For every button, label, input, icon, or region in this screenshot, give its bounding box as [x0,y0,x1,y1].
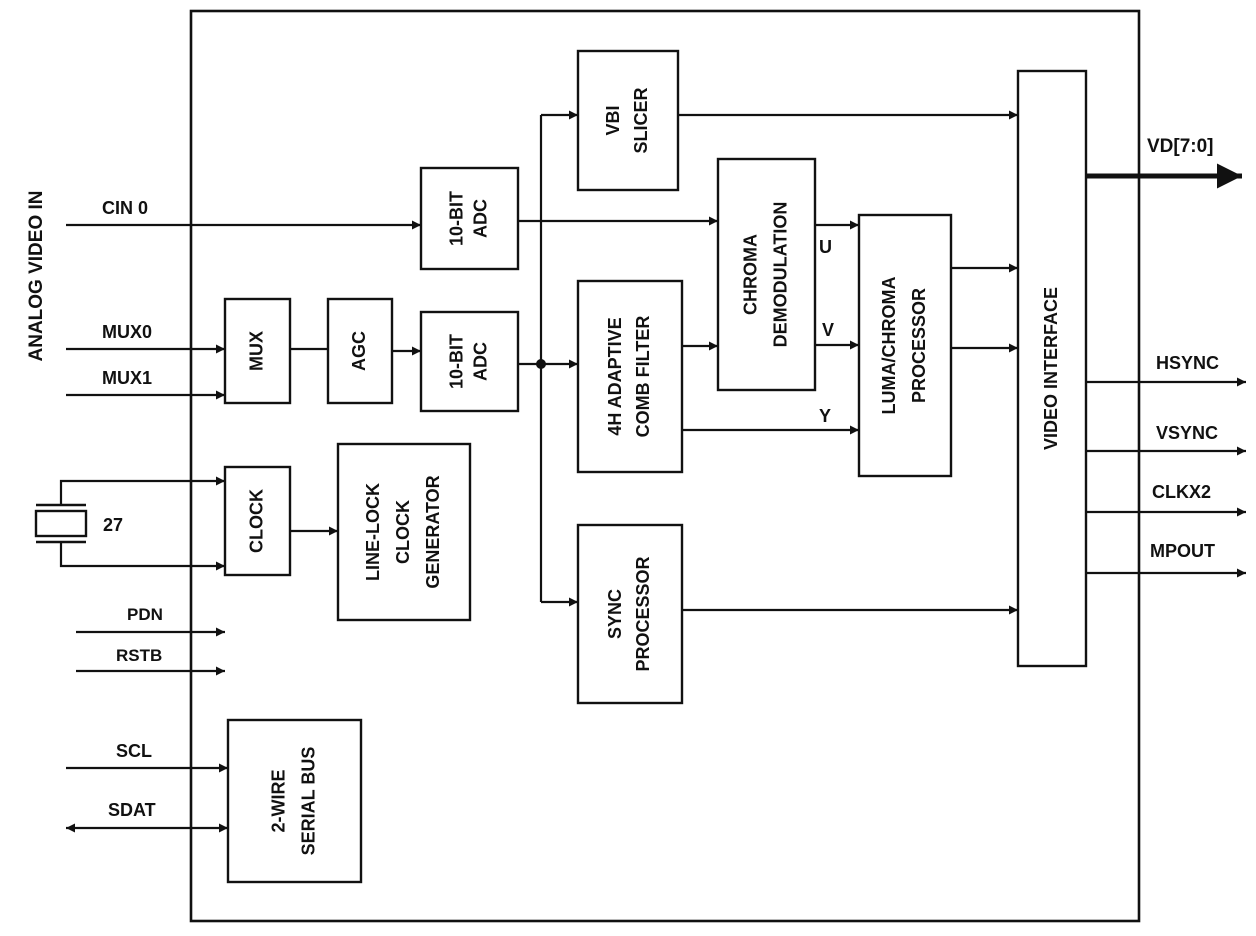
label-u: U [819,237,832,257]
block-video: VIDEO INTERFACE [1016,69,1088,668]
block-comb-label-1: 4H ADAPTIVE [605,317,625,435]
block-luma-box [857,213,953,478]
block-adc-top-label-2: ADC [470,199,490,238]
label-clkx2: CLKX2 [1152,482,1211,502]
block-mux-box [223,297,292,405]
block-agc-box [326,297,394,405]
block-clock: CLOCK [223,465,292,577]
chip-outline [189,9,1141,923]
label-v: V [822,320,834,340]
block-sync-label-2: PROCESSOR [633,556,653,671]
block-adc-top-box [419,166,520,271]
label-cin0: CIN 0 [102,198,148,218]
block-chroma-label-1: CHROMA [740,234,760,315]
block-vbi-label-1: VBI [603,105,623,135]
block-video-box [1016,69,1088,668]
block-chroma: CHROMA DEMODULATION [716,157,817,392]
wires [59,110,1246,833]
label-mux1: MUX1 [102,368,152,388]
label-hsync: HSYNC [1156,353,1219,373]
block-serial-label-1: 2-WIRE [268,770,288,833]
analog-video-in-label: ANALOG VIDEO IN [26,190,47,361]
block-adc-main-label-1: 10-BIT [446,334,466,389]
block-linelock-label-1: LINE-LOCK [363,483,383,581]
block-video-label-1: VIDEO INTERFACE [1041,287,1061,450]
label-vd: VD[7:0] [1147,136,1214,157]
block-sync-box [576,523,684,705]
wire-crystal-top [59,476,225,505]
block-serial: 2-WIRE SERIAL BUS [226,718,363,884]
block-agc-label-1: AGC [349,331,369,371]
block-mux: MUX [223,297,292,405]
block-luma-label-2: PROCESSOR [909,288,929,403]
block-clock-label-1: CLOCK [246,489,266,553]
block-vbi-box [576,49,680,192]
block-linelock-box [336,442,472,622]
label-y: Y [819,406,831,426]
block-adc-main-label-2: ADC [470,342,490,381]
block-chroma-label-2: DEMODULATION [770,202,790,348]
block-agc: AGC [326,297,394,405]
label-mpout: MPOUT [1150,541,1215,561]
block-chroma-box [716,157,817,392]
label-scl: SCL [116,741,152,761]
label-mux0: MUX0 [102,322,152,342]
block-mux-label-1: MUX [246,331,266,371]
block-vbi-label-2: SLICER [631,87,651,153]
block-serial-box [226,718,363,884]
block-sync: SYNC PROCESSOR [576,523,684,705]
block-linelock-label-3: GENERATOR [423,475,443,588]
block-comb-box [576,279,684,474]
crystal-symbol [34,503,88,544]
label-pdn: PDN [127,605,163,624]
wire-crystal-bottom [59,542,225,571]
block-clock-box [223,465,292,577]
block-adc-top-label-1: 10-BIT [446,191,466,246]
block-comb-label-2: COMB FILTER [633,316,653,438]
label-crystal-27: 27 [103,515,123,535]
block-sync-label-1: SYNC [605,589,625,639]
block-serial-label-2: SERIAL BUS [298,747,318,856]
block-linelock-label-2: CLOCK [393,500,413,564]
label-vsync: VSYNC [1156,423,1218,443]
block-luma-label-1: LUMA/CHROMA [879,277,899,415]
block-linelock: LINE-LOCK CLOCK GENERATOR [336,442,472,622]
label-sdat: SDAT [108,800,156,820]
block-luma: LUMA/CHROMA PROCESSOR [857,213,953,478]
block-comb: 4H ADAPTIVE COMB FILTER [576,279,684,474]
label-rstb: RSTB [116,646,162,665]
block-adc-main-box [419,310,520,413]
block-vbi: VBI SLICER [576,49,680,192]
